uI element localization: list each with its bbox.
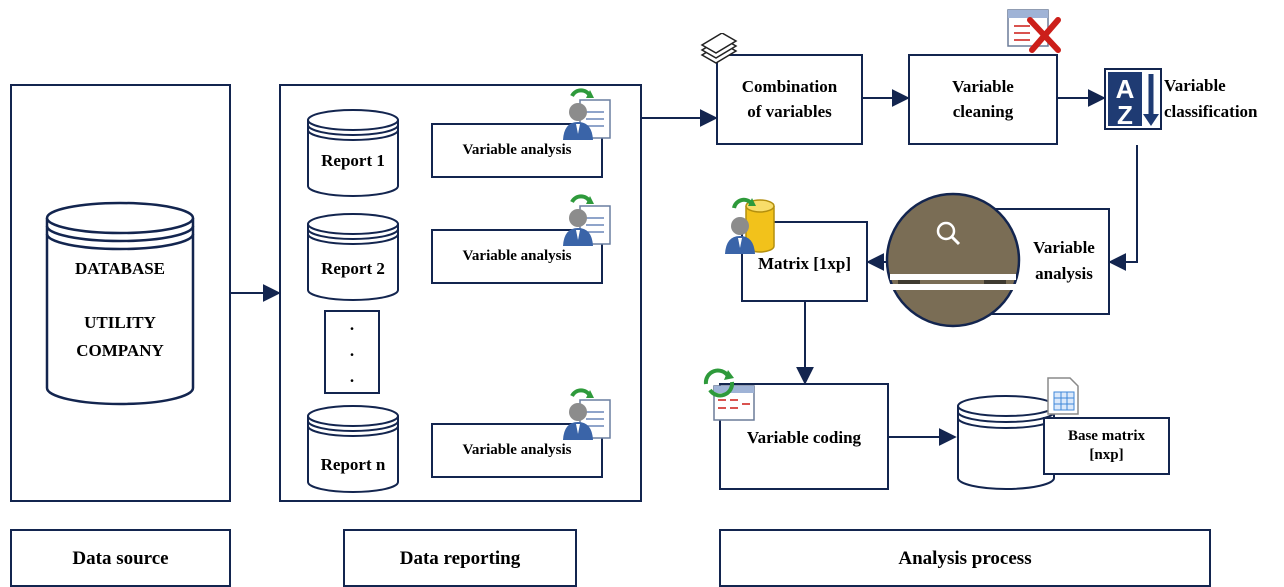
database-label-2: UTILITY: [84, 312, 156, 332]
cleaning-label-1: Variable: [952, 76, 1014, 96]
base-matrix-cylinder: [957, 395, 1055, 490]
report-1-label: Report 1: [321, 150, 385, 170]
classification-label-1: Variable: [1164, 75, 1226, 95]
base-matrix-label-2: [nxp]: [1089, 447, 1124, 463]
magnifier-icon: [885, 192, 1021, 328]
combination-box: Combination of variables: [716, 54, 863, 145]
user-document-icon: [563, 88, 611, 140]
variable-analysis-box-1: Variable analysis: [431, 123, 603, 178]
cleaning-box: Variable cleaning: [908, 54, 1058, 145]
database-label-1: DATABASE: [74, 258, 166, 278]
svg-text:A: A: [1116, 74, 1135, 104]
coding-label: Variable coding: [746, 427, 862, 447]
ellipsis-dot-2: .: [349, 340, 355, 360]
combination-label-2: of variables: [747, 101, 832, 121]
report-n-cylinder: [307, 405, 399, 493]
section-analysis-process-label: Analysis process: [898, 548, 1032, 569]
ellipsis-dot-3: .: [349, 366, 355, 386]
delete-table-icon: [1007, 9, 1061, 53]
section-data-reporting-label: Data reporting: [399, 548, 521, 569]
section-data-reporting: [343, 529, 577, 587]
arrow-classification-to-analysis: [1108, 145, 1138, 271]
base-matrix-label-1: Base matrix: [1067, 427, 1146, 444]
user-database-icon: [725, 197, 775, 254]
matrix-label: Matrix [1xp]: [757, 253, 851, 273]
database-cylinder: [45, 201, 195, 406]
spreadsheet-icon: [1047, 377, 1079, 415]
report-2-cylinder: [307, 213, 399, 301]
cleaning-label-2: cleaning: [952, 101, 1014, 121]
ellipsis-box: [324, 310, 380, 394]
user-document-icon: [563, 194, 611, 246]
classification-label-2: classification: [1164, 101, 1258, 121]
report-1-cylinder: [307, 109, 399, 197]
user-document-icon: [563, 388, 611, 440]
section-data-source-label: Data source: [72, 548, 169, 569]
sort-az-icon: A Z: [1104, 68, 1162, 130]
base-matrix-box: Base matrix [nxp]: [1043, 417, 1170, 475]
document-stack-icon: [700, 33, 738, 64]
svg-text:Z: Z: [1117, 100, 1133, 130]
refresh-table-icon: [703, 368, 755, 421]
database-label-3: COMPANY: [76, 340, 164, 360]
process-analysis-label-2: analysis: [1035, 263, 1093, 283]
report-n-label: Report n: [320, 454, 386, 474]
process-analysis-label-1: Variable: [1033, 237, 1095, 257]
report-2-label: Report 2: [321, 258, 385, 278]
combination-label-1: Combination: [741, 76, 838, 96]
ellipsis-dot-1: .: [349, 314, 355, 334]
